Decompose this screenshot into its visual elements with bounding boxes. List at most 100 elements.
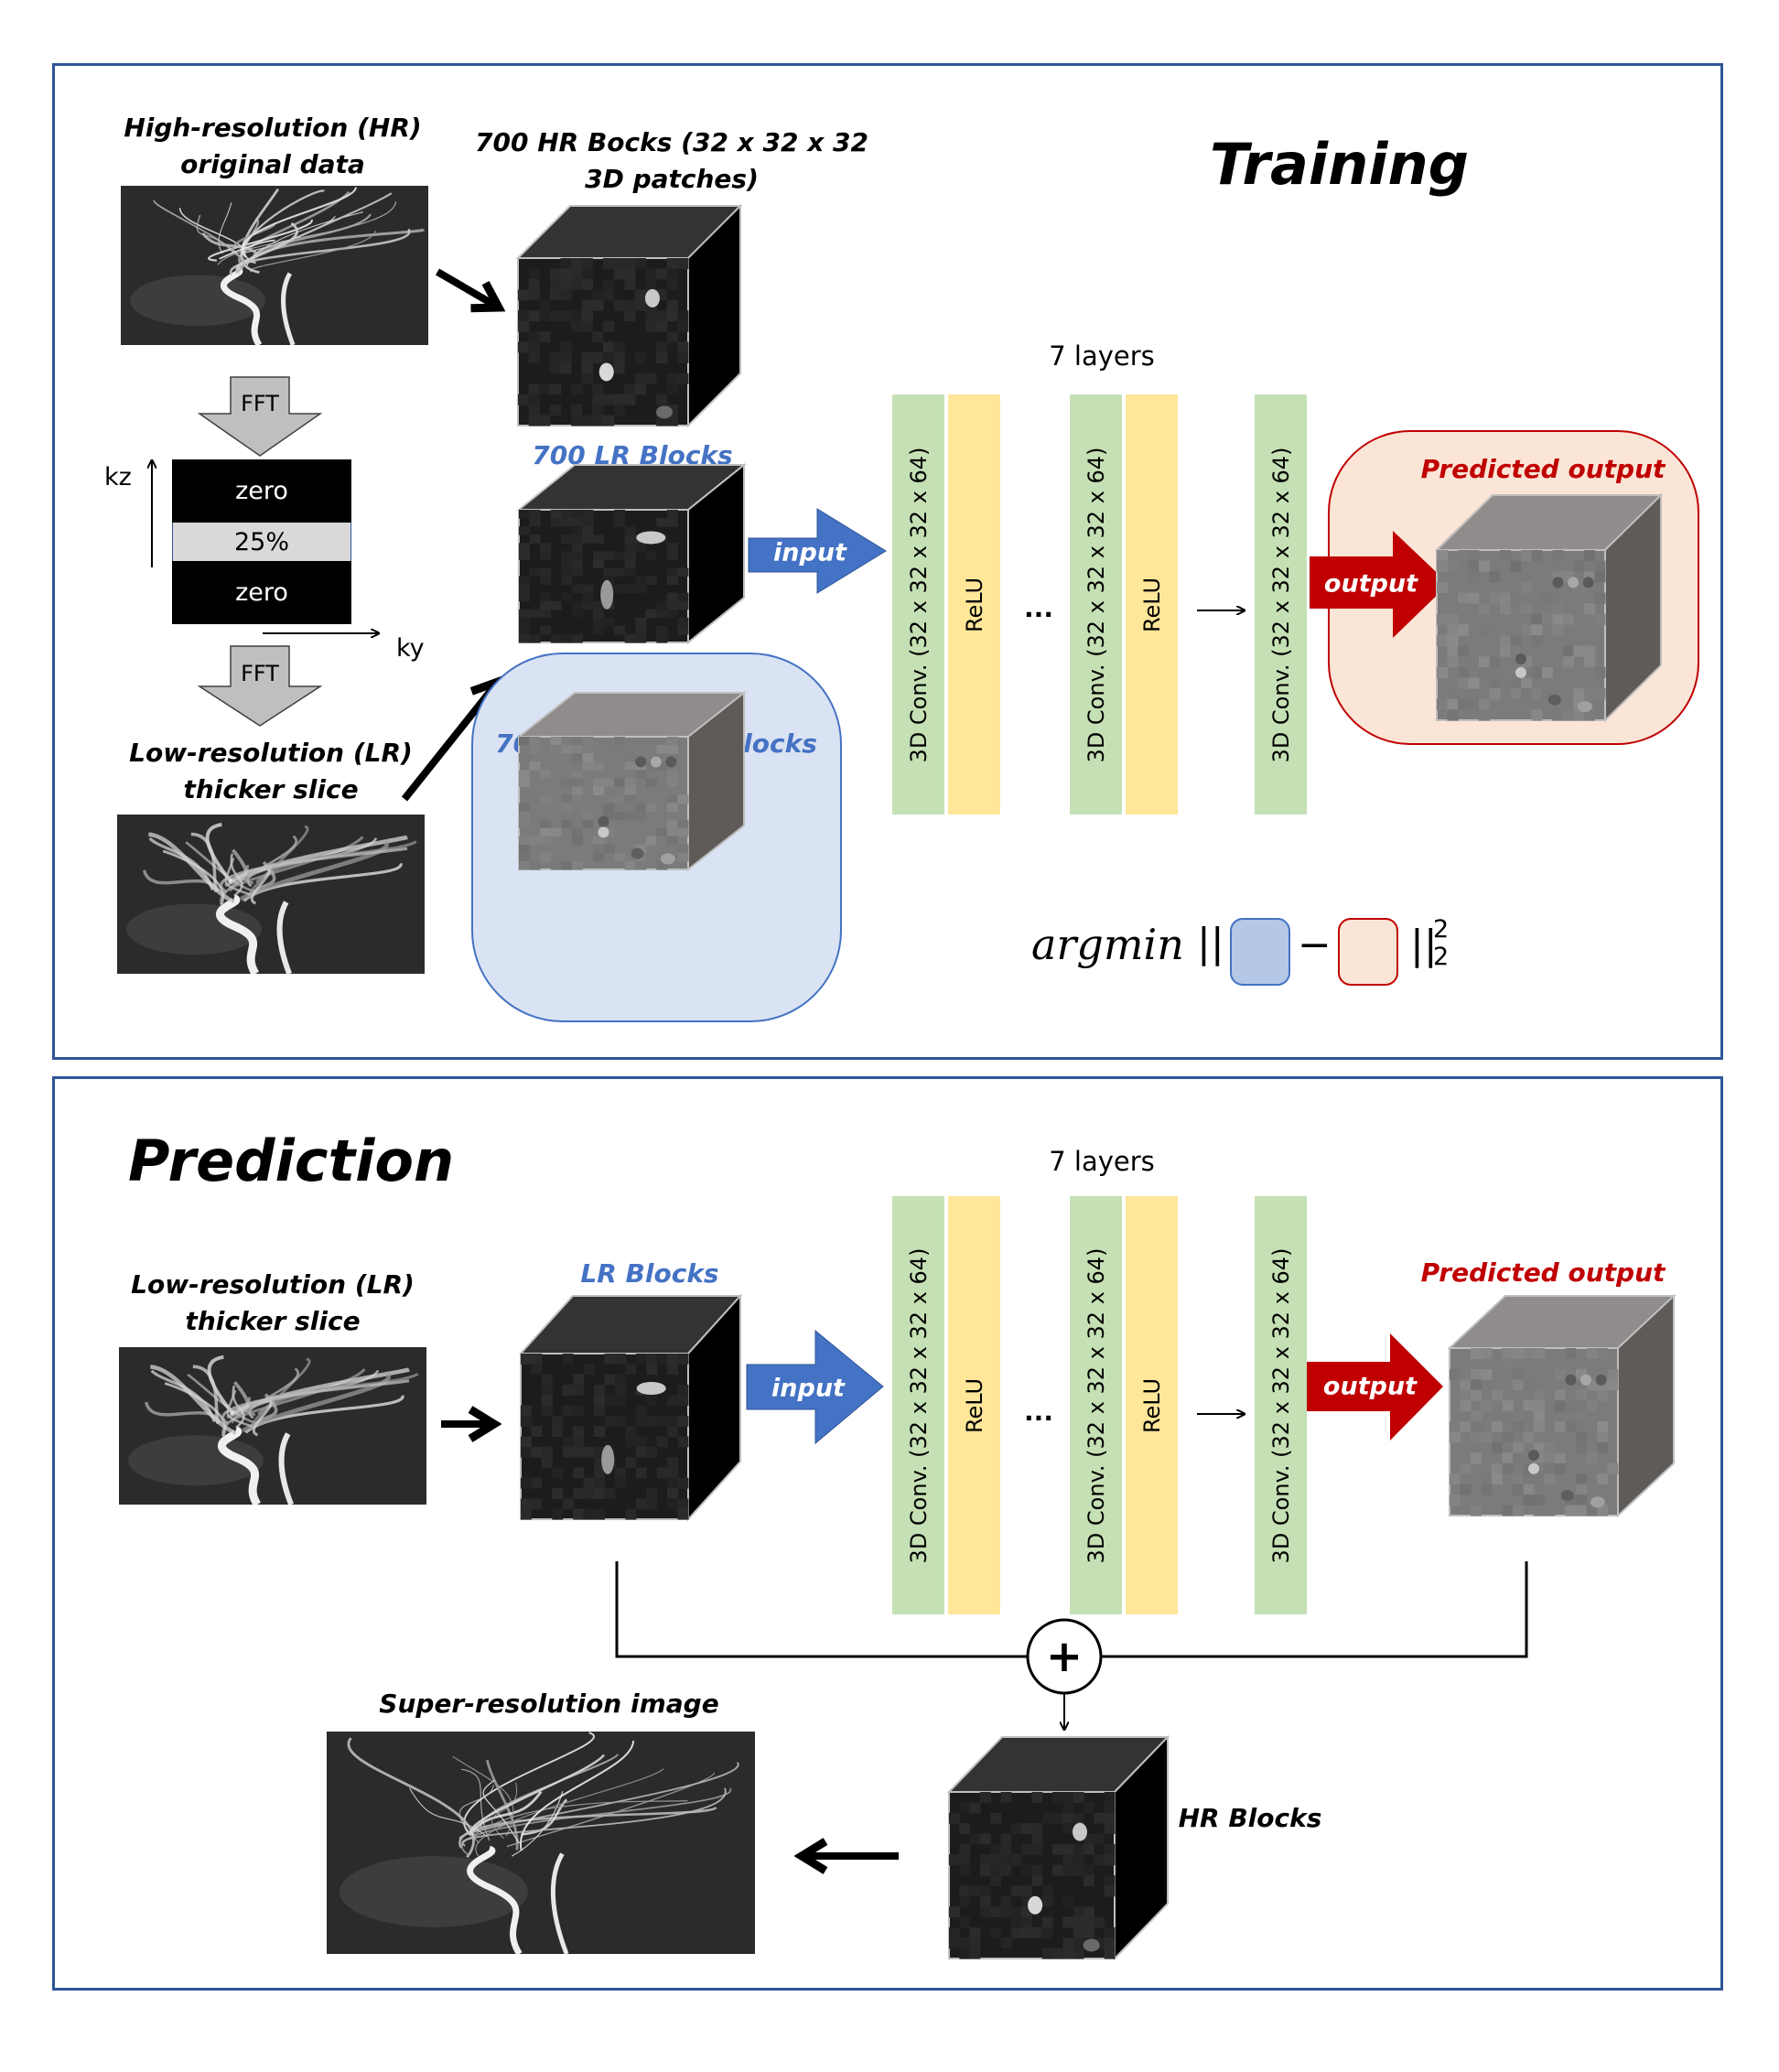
cube-noise-pixel bbox=[540, 592, 552, 602]
cube-noise-pixel bbox=[1479, 666, 1490, 678]
cube-noise-pixel bbox=[1104, 1885, 1116, 1897]
cube-noise-pixel bbox=[592, 405, 604, 416]
cube-noise-pixel bbox=[604, 1354, 616, 1365]
cube-noise-pixel bbox=[667, 1395, 679, 1407]
cube-noise-pixel bbox=[1062, 1948, 1074, 1959]
cube-noise-pixel bbox=[592, 761, 604, 771]
cube-noise-pixel bbox=[1563, 656, 1574, 668]
cube-noise-pixel bbox=[571, 794, 583, 804]
cube-noise-pixel bbox=[1510, 560, 1522, 572]
kspace-zero-bottom: zero bbox=[172, 561, 351, 624]
cube-noise-pixel bbox=[1471, 1368, 1482, 1380]
cube-feature-spot bbox=[636, 531, 666, 545]
vessel-branch bbox=[475, 1768, 664, 1857]
cube-noise-pixel bbox=[1502, 1462, 1514, 1474]
cube-noise-pixel bbox=[528, 289, 540, 301]
cube-noise-pixel bbox=[1460, 1368, 1472, 1380]
cube-noise-pixel bbox=[1534, 1452, 1545, 1464]
cube-noise-pixel bbox=[1502, 1400, 1514, 1412]
cube-noise-pixel bbox=[1471, 1452, 1482, 1464]
cube-noise-pixel bbox=[1458, 624, 1469, 636]
cube-noise-pixel bbox=[666, 819, 678, 829]
cube-noise-pixel bbox=[1052, 1812, 1063, 1824]
cube-noise-pixel bbox=[560, 341, 572, 353]
cube-noise-pixel bbox=[677, 794, 689, 804]
relu-layer-2: ReLU bbox=[1126, 394, 1178, 815]
cube-noise-pixel bbox=[561, 551, 573, 560]
cube-feature-spot bbox=[650, 756, 662, 768]
cube-noise-pixel bbox=[1104, 1843, 1116, 1855]
vessel-branch bbox=[149, 1365, 237, 1436]
cube-noise-pixel bbox=[571, 860, 583, 870]
cube-noise-pixel bbox=[1502, 1348, 1514, 1359]
input-arrow bbox=[748, 508, 887, 594]
cube-noise-pixel bbox=[1073, 1843, 1084, 1855]
cube-noise-pixel bbox=[1521, 550, 1532, 562]
cube-noise-pixel bbox=[528, 383, 540, 395]
cube-noise-pixel bbox=[1447, 613, 1459, 625]
cube-noise-pixel bbox=[666, 778, 678, 787]
cube-noise-pixel bbox=[594, 1477, 605, 1489]
super-resolution-label: Super-resolution image bbox=[379, 1689, 719, 1719]
cube-noise-pixel bbox=[979, 1833, 991, 1845]
cube-noise-pixel bbox=[645, 268, 657, 280]
cube-noise-pixel bbox=[1437, 635, 1448, 647]
cube-noise-pixel bbox=[1458, 645, 1469, 657]
cube-noise-pixel bbox=[614, 1395, 626, 1407]
cube-noise-pixel bbox=[540, 819, 552, 829]
skip-connection-line bbox=[615, 1561, 1028, 1658]
cube-noise-pixel bbox=[666, 551, 678, 560]
cube-noise-pixel bbox=[656, 268, 668, 280]
cube-noise-pixel bbox=[1584, 603, 1595, 615]
cube-noise-pixel bbox=[646, 1364, 658, 1376]
cube-noise-pixel bbox=[1000, 1895, 1012, 1907]
cube-noise-pixel bbox=[656, 1467, 668, 1479]
cube-noise-pixel bbox=[1513, 1410, 1524, 1422]
lr-source-label-line1: Low-resolution (LR) bbox=[129, 738, 413, 768]
prediction-panel bbox=[52, 1076, 1723, 1991]
cube-noise-pixel bbox=[625, 1364, 637, 1376]
cube-noise-pixel bbox=[1576, 1473, 1587, 1485]
cube-noise-pixel bbox=[635, 625, 647, 635]
cube-noise-pixel bbox=[656, 518, 668, 527]
cube-noise-pixel bbox=[561, 786, 573, 795]
cube-feature-spot bbox=[665, 756, 677, 768]
cube-noise-pixel bbox=[1555, 1452, 1566, 1464]
cube-noise-pixel bbox=[1534, 1462, 1545, 1474]
pred-conv-layer-final-label: 3D Conv. (32 x 32 x 32 x 64) bbox=[1267, 1247, 1294, 1563]
cube-noise-pixel bbox=[1531, 709, 1543, 721]
cube-noise-pixel bbox=[624, 258, 636, 269]
vessel-branch bbox=[147, 832, 235, 904]
cube-noise-pixel bbox=[1458, 592, 1469, 604]
image-haze bbox=[130, 275, 265, 327]
cube-noise-pixel bbox=[1513, 1348, 1524, 1359]
cube-noise-pixel bbox=[541, 1446, 553, 1458]
cube-noise-pixel bbox=[624, 811, 636, 821]
vessel-branch bbox=[229, 1367, 411, 1417]
loss-norm-close: || bbox=[1410, 922, 1438, 968]
cube-noise-pixel bbox=[1565, 1505, 1577, 1516]
cube-noise-pixel bbox=[1062, 1895, 1074, 1907]
vessel-branch bbox=[187, 1373, 256, 1424]
cube-noise-pixel bbox=[571, 567, 583, 577]
cube-noise-pixel bbox=[1555, 1495, 1566, 1506]
cube-noise-pixel bbox=[1576, 1410, 1587, 1422]
cube-noise-pixel bbox=[1084, 1916, 1094, 1928]
cube-noise-pixel bbox=[646, 1446, 658, 1458]
cube-noise-pixel bbox=[519, 625, 531, 635]
cube-noise-pixel bbox=[1479, 624, 1490, 636]
vessel-branch bbox=[238, 190, 350, 266]
cube-noise-pixel bbox=[1534, 1441, 1545, 1453]
cube-feature-spot bbox=[1515, 666, 1526, 678]
cube-noise-pixel bbox=[1084, 1906, 1094, 1917]
cube-noise-pixel bbox=[1010, 1885, 1022, 1897]
vessel-branch bbox=[468, 1790, 543, 1836]
cube-noise-pixel bbox=[1094, 1812, 1105, 1824]
cube-noise-pixel bbox=[541, 1457, 553, 1468]
cube-noise-pixel bbox=[573, 1488, 585, 1499]
cube-noise-pixel bbox=[581, 299, 593, 311]
cube-noise-pixel bbox=[539, 299, 551, 311]
cube-noise-pixel bbox=[1521, 688, 1532, 700]
cube-noise-pixel bbox=[1468, 592, 1480, 604]
cube-noise-pixel bbox=[1531, 550, 1543, 562]
